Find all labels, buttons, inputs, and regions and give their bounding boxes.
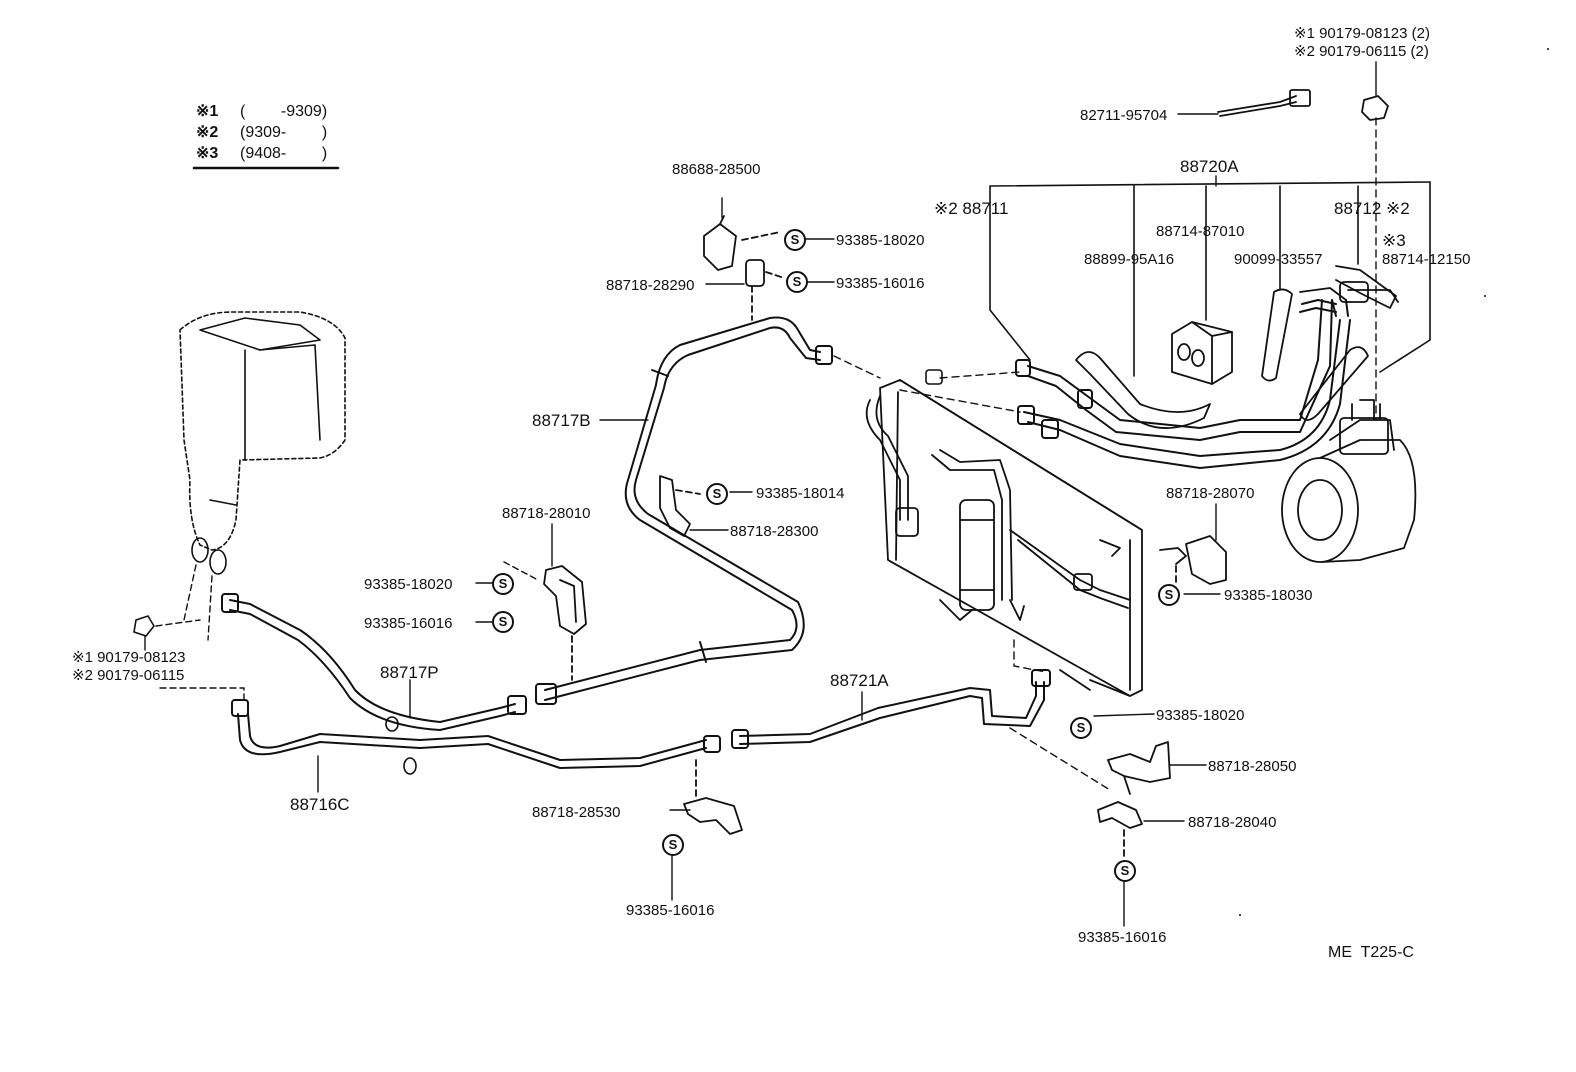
hose-88711 <box>1015 299 1337 441</box>
part-label: 82711-95704 <box>1080 107 1168 124</box>
condenser <box>865 379 1143 697</box>
pipe-88717p <box>221 593 527 732</box>
legend-mark: ※3 <box>196 145 219 162</box>
part-label: 88714-12150 <box>1382 251 1471 268</box>
part-label: 93385-16016 <box>626 902 715 919</box>
clamp-88688 <box>703 215 781 271</box>
part-label: 90099-33557 <box>1234 251 1323 268</box>
condenser-leaders <box>833 355 1047 673</box>
legend-row-1: ※1 ( -9309) <box>196 104 327 120</box>
part-label: 88899-95A16 <box>1084 251 1175 268</box>
legend-range: (9309- ) <box>240 124 328 141</box>
nut-left <box>133 615 155 637</box>
s-symbol: S <box>1114 860 1136 882</box>
s-symbol: S <box>1070 717 1092 739</box>
part-label: 88712 ※2 <box>1334 199 1410 218</box>
clamp-88718-28530 <box>683 759 743 835</box>
cooling-unit <box>179 311 346 575</box>
part-label: 88717B <box>532 411 591 430</box>
drawing-code: ME T225-C <box>1328 944 1414 961</box>
legend-range: (9408- ) <box>240 145 328 162</box>
legend-range: ( -9309) <box>240 103 328 120</box>
grommet-88714 <box>1171 321 1233 385</box>
part-label: ※1 90179-08123 (2) <box>1294 25 1430 42</box>
assembly-bracket-88720a <box>989 181 1431 377</box>
clamp-88718-28010 <box>543 565 587 681</box>
part-label: 93385-18020 <box>364 576 453 593</box>
s-symbol: S <box>706 483 728 505</box>
part-label: 88720A <box>1180 157 1239 176</box>
pipe-88721a <box>731 669 1051 749</box>
part-label: 88718-28050 <box>1208 758 1297 775</box>
part-label: 88716C <box>290 795 350 814</box>
part-label: ※1 90179-08123 <box>72 649 186 666</box>
legend-row-2: ※2 (9309- ) <box>196 125 327 141</box>
part-label: ※2 90179-06115 <box>72 667 185 684</box>
part-label: ※2 90179-06115 (2) <box>1294 43 1429 60</box>
compressor <box>1281 399 1417 563</box>
part-label: 88717P <box>380 663 439 682</box>
nut-top <box>1361 95 1389 121</box>
wire-harness <box>1217 89 1311 117</box>
clamp-88718-28050 <box>1107 741 1171 795</box>
clamp-88718-28300 <box>659 475 701 537</box>
part-label: 88718-28070 <box>1166 485 1255 502</box>
clamp-88718-28290 <box>745 259 785 321</box>
part-label: 93385-16016 <box>1078 929 1167 946</box>
fittings-88712 <box>1299 265 1399 309</box>
s-symbol: S <box>1158 584 1180 606</box>
hose-88899 <box>1075 351 1211 429</box>
s-symbol: S <box>492 573 514 595</box>
s-symbol: S <box>784 229 806 251</box>
clamp-88718-28040 <box>1097 801 1143 859</box>
legend-mark: ※2 <box>196 124 219 141</box>
part-label: ※3 <box>1382 231 1406 250</box>
hose-right <box>1299 346 1369 421</box>
pipe-88716c <box>231 699 721 775</box>
s-symbol: S <box>786 271 808 293</box>
hose-suction <box>1017 299 1351 469</box>
leader-lines <box>317 61 1377 927</box>
part-label: ※2 88711 <box>934 199 1009 218</box>
part-label: 88718-28040 <box>1188 814 1277 831</box>
s-symbol: S <box>662 834 684 856</box>
part-label: 88718-28300 <box>730 523 819 540</box>
part-label: 88718-28530 <box>532 804 621 821</box>
part-label: 93385-16016 <box>364 615 453 632</box>
part-label: 93385-18020 <box>836 232 925 249</box>
hose-90099 <box>1261 288 1293 382</box>
fitting-top <box>925 369 943 385</box>
part-label: 88721A <box>830 671 889 690</box>
part-label: 93385-18020 <box>1156 707 1245 724</box>
pipe-88717b <box>535 316 833 705</box>
unit-leader <box>183 564 213 641</box>
part-label: 93385-16016 <box>836 275 925 292</box>
legend-mark: ※1 <box>196 103 219 120</box>
clamp-88718-28070 <box>1159 535 1227 585</box>
legend-row-3: ※3 (9408- ) <box>196 146 327 162</box>
part-label: 93385-18030 <box>1224 587 1313 604</box>
part-label: 88718-28290 <box>606 277 695 294</box>
s-symbol: S <box>492 611 514 633</box>
part-label: 88718-28010 <box>502 505 591 522</box>
part-label: 93385-18014 <box>756 485 845 502</box>
part-label: 88714-87010 <box>1156 223 1245 240</box>
part-label: 88688-28500 <box>672 161 761 178</box>
